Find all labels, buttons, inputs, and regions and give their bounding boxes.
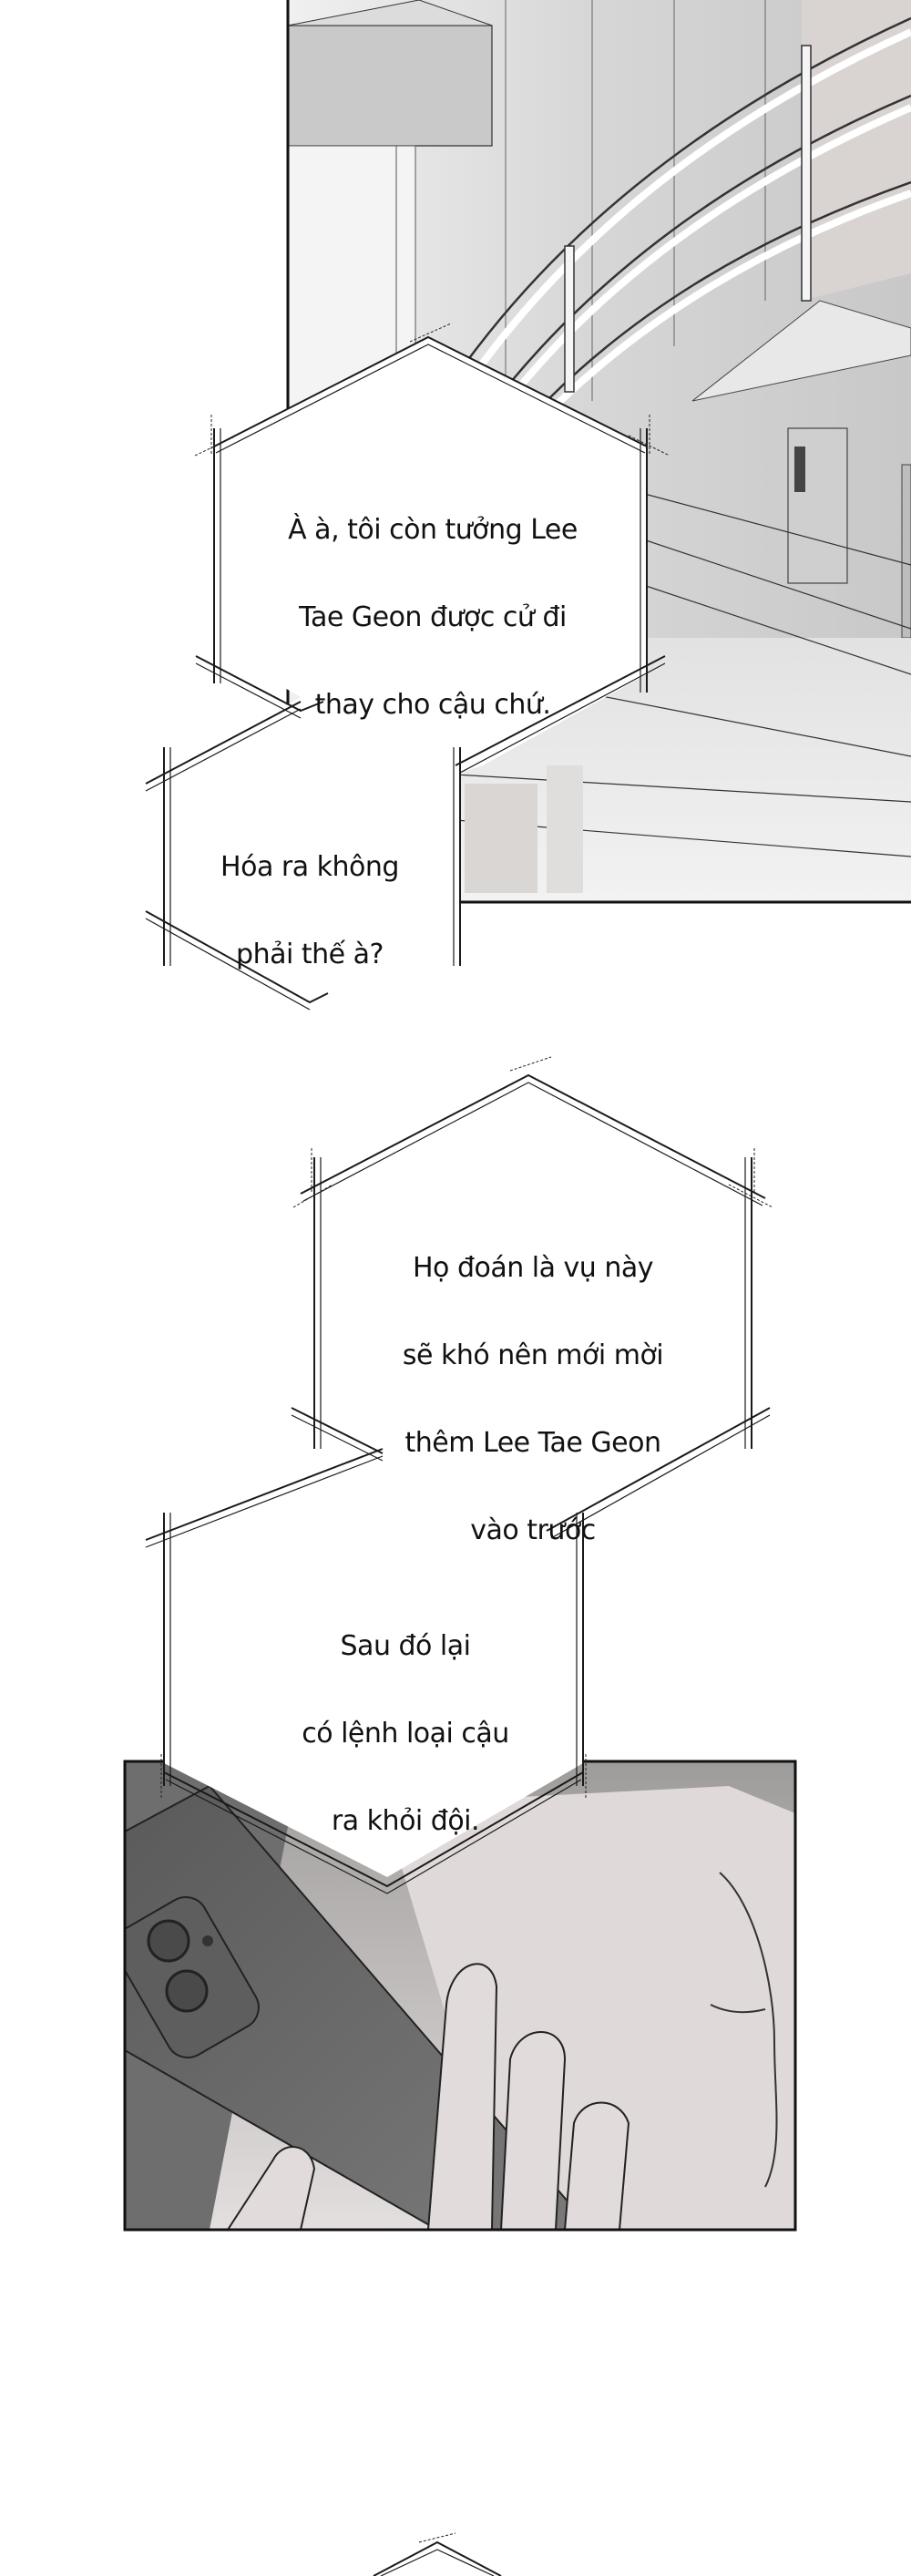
bubble-4-line-1: Sau đó lại: [340, 1630, 471, 1662]
bubble-3-line-3: thêm Lee Tae Geon: [404, 1427, 661, 1459]
bubble-1-line-1: À à, tôi còn tưởng Lee: [288, 514, 578, 546]
speech-bubble-3: Họ đoán là vụ này sẽ khó nên mới mời thê…: [337, 1203, 729, 1596]
speech-bubble-4: Sau đó lại có lệnh loại cậu ra khỏi đội.: [228, 1581, 583, 1887]
bubble-3-line-2: sẽ khó nên mới mời: [402, 1339, 664, 1371]
speech-bubble-1: À à, tôi còn tưởng Lee Tae Geon được cử …: [237, 465, 629, 771]
bubble-4-line-2: có lệnh loại cậu: [302, 1718, 509, 1750]
bubble-4-line-3: ra khỏi đội.: [331, 1805, 480, 1837]
bubble-2-line-1: Hóa ra không: [220, 851, 399, 883]
bubble-1-line-3: thay cho cậu chứ.: [314, 689, 551, 721]
bubble-3-line-4: vào trước: [470, 1514, 596, 1546]
speech-bubble-2: Hóa ra không phải thế à?: [182, 802, 437, 1021]
bubble-2-line-2: phải thế à?: [236, 939, 384, 970]
bubble-1-line-2: Tae Geon được cử đi: [299, 601, 567, 633]
bubble-3-line-1: Họ đoán là vụ này: [413, 1252, 654, 1284]
